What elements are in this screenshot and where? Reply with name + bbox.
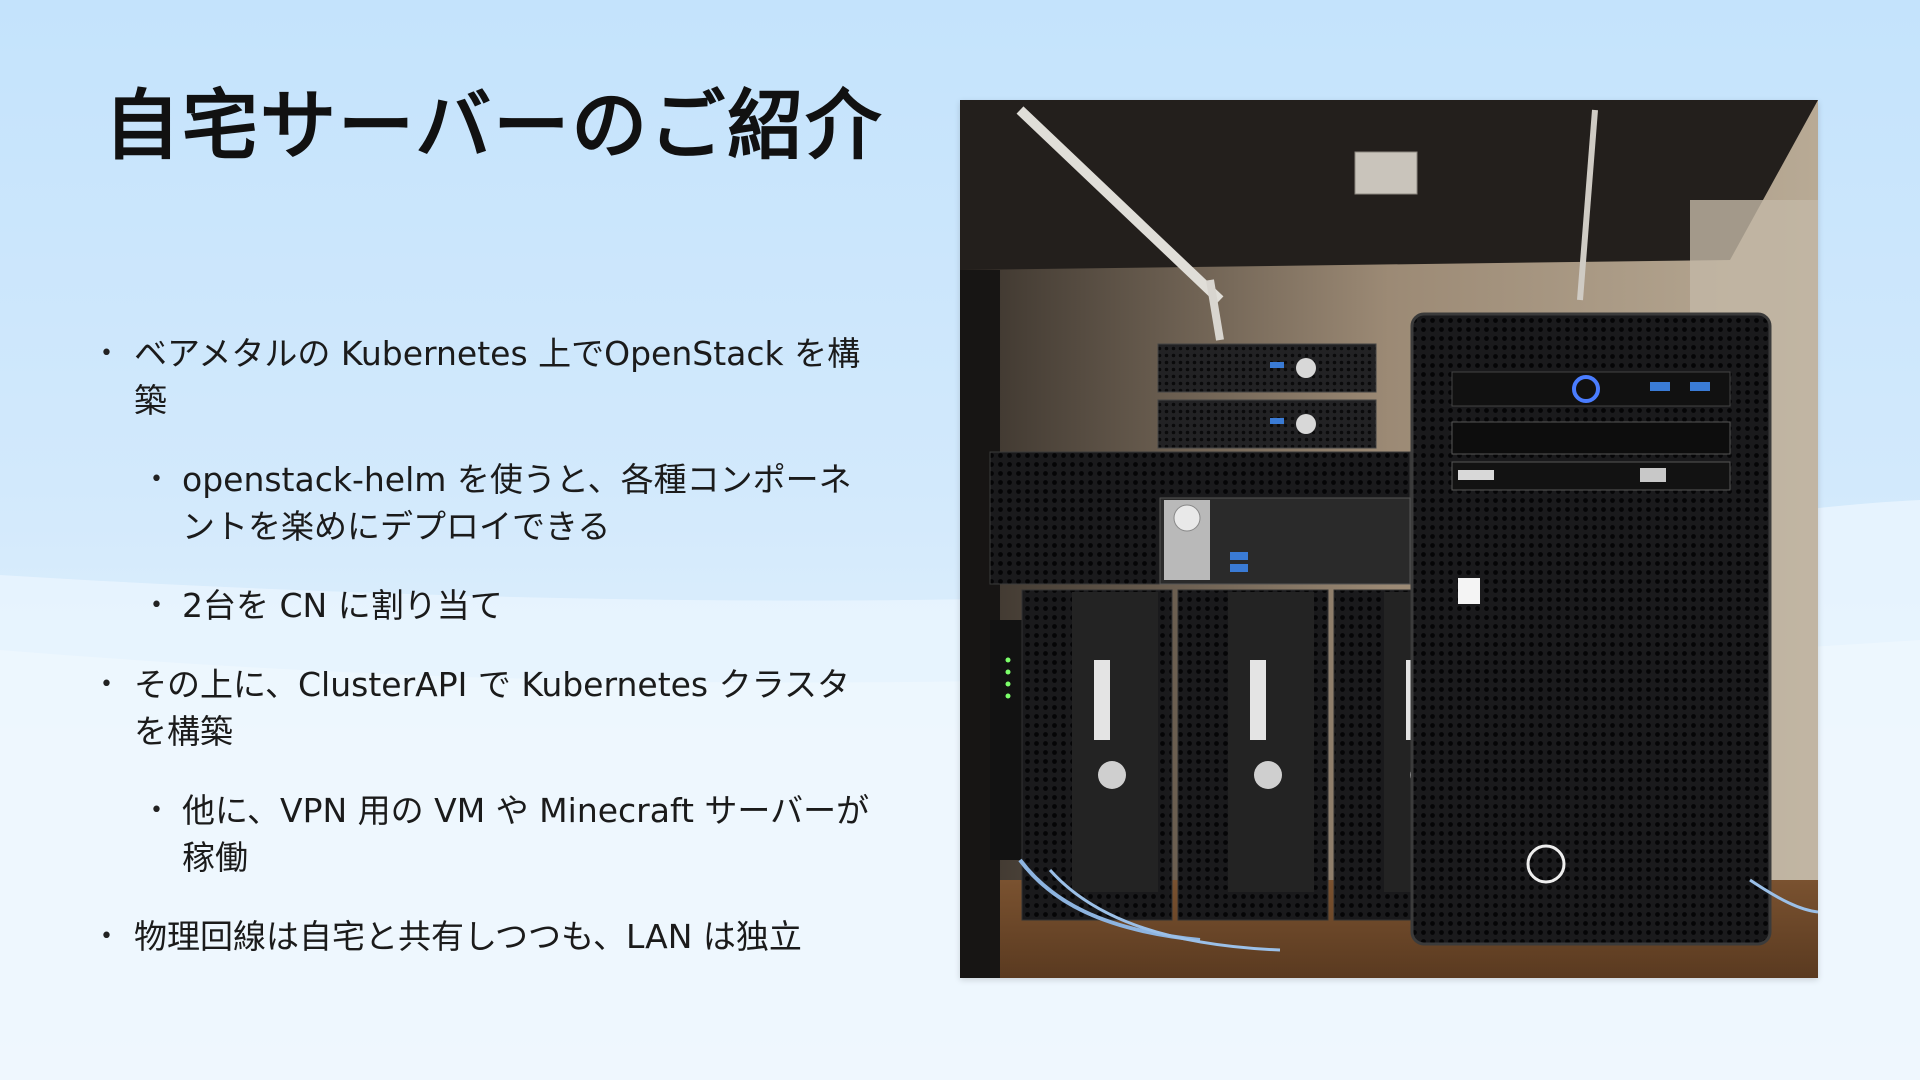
ceiling-vent	[1354, 151, 1418, 195]
sub-bullet-item: • openstack-helm を使うと、各種コンポーネントを楽めにデプロイで…	[100, 456, 870, 550]
sub-bullet-item: • 他に、VPN 用の VM や Minecraft サーバーが稼働	[100, 787, 870, 881]
bullet-item: • 物理回線は自宅と共有しつつも、LAN は独立	[100, 913, 870, 960]
bullet-text: 他に、VPN 用の VM や Minecraft サーバーが稼働	[182, 791, 870, 877]
server-photo	[960, 100, 1818, 978]
shelf-rail	[1016, 106, 1224, 304]
bullet-text: その上に、ClusterAPI で Kubernetes クラスタを構築	[134, 665, 850, 751]
bullet-marker: •	[150, 467, 163, 492]
bullet-text: 物理回線は自宅と共有しつつも、LAN は独立	[134, 917, 802, 956]
bullet-marker: •	[100, 341, 113, 366]
sub-bullet-item: • 2台を CN に割り当て	[100, 582, 870, 629]
bullet-marker: •	[100, 924, 113, 949]
bullet-text: openstack-helm を使うと、各種コンポーネントを楽めにデプロイできる	[182, 460, 852, 546]
bullet-marker: •	[150, 798, 163, 823]
bullet-text: ベアメタルの Kubernetes 上でOpenStack を構築	[134, 334, 861, 420]
bullet-list: • ベアメタルの Kubernetes 上でOpenStack を構築 • op…	[100, 330, 870, 992]
micro-pc-bottom	[1157, 399, 1377, 449]
dell-optiplex-vertical-1	[1021, 589, 1173, 921]
bullet-marker: •	[100, 672, 113, 697]
micro-pc-top	[1157, 343, 1377, 393]
dell-optiplex-vertical-2	[1177, 589, 1329, 921]
thermaltake-tower	[1410, 312, 1772, 946]
bullet-text: 2台を CN に割り当て	[182, 586, 503, 625]
bullet-item: • その上に、ClusterAPI で Kubernetes クラスタを構築	[100, 661, 870, 755]
slide-title: 自宅サーバーのご紹介	[104, 81, 884, 170]
bullet-item: • ベアメタルの Kubernetes 上でOpenStack を構築	[100, 330, 870, 424]
bullet-marker: •	[150, 593, 163, 618]
server-photo-illustration	[960, 100, 1818, 978]
